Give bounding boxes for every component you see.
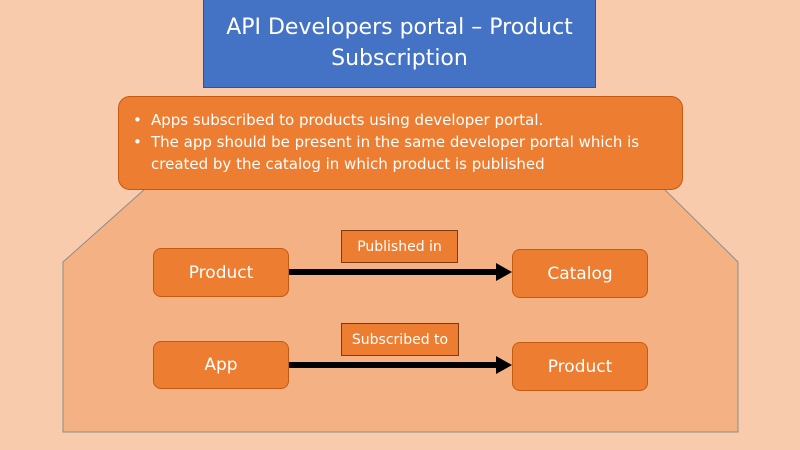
published-in-label: Published in [341, 230, 458, 263]
arrow-subscribed-to-head [496, 356, 512, 374]
title-line-2: Subscription [331, 46, 468, 71]
bullet-item: Apps subscribed to products using develo… [129, 109, 668, 131]
app-box: App [153, 341, 289, 389]
catalog-box: Catalog [512, 249, 648, 298]
bullet-item: The app should be present in the same de… [129, 131, 668, 175]
target-product-box: Product [512, 342, 648, 391]
arrow-published-in-head [496, 263, 512, 281]
slide-title: API Developers portal – Product Subscrip… [203, 0, 596, 88]
container-pentagon [62, 179, 739, 433]
bullet-list: Apps subscribed to products using develo… [129, 109, 668, 175]
subscribed-to-label: Subscribed to [341, 323, 459, 356]
bullet-callout: Apps subscribed to products using develo… [118, 96, 683, 190]
product-box: Product [153, 248, 289, 297]
title-line-1: API Developers portal – Product [226, 15, 573, 40]
